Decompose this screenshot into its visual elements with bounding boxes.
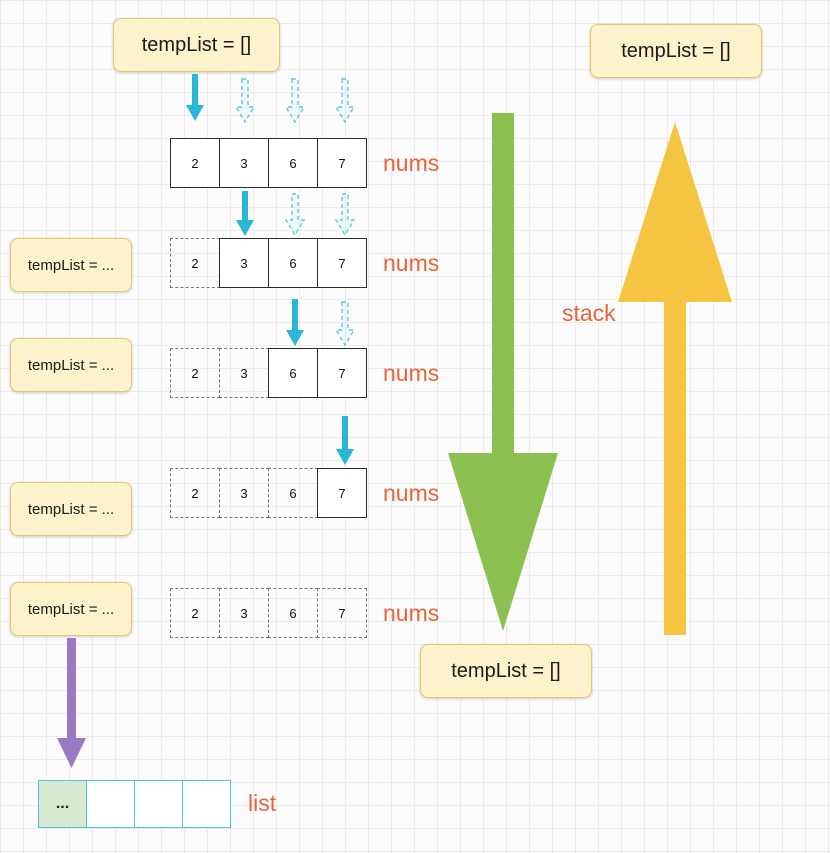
array-cell: 2 (170, 588, 220, 638)
nums-label: nums (383, 479, 440, 506)
array-cell: 2 (170, 238, 220, 288)
recursion-arrow-dashed-icon (284, 78, 306, 124)
recursion-arrow-dashed-icon (334, 193, 356, 237)
array-cell: 7 (317, 138, 367, 188)
nums-array-row-1: 2 3 6 7 nums (170, 138, 439, 188)
nums-array-row-5: 2 3 6 7 nums (170, 588, 439, 638)
list-label: list (248, 790, 277, 816)
array-cell: 3 (219, 468, 269, 518)
array-cell: 7 (317, 238, 367, 288)
nums-label: nums (383, 149, 440, 176)
list-cell: ... (38, 780, 87, 828)
stack-up-arrow (618, 122, 732, 635)
templist-box-label: tempList = ... (27, 356, 115, 374)
array-cell: 2 (170, 138, 220, 188)
templist-box-label: tempList = ... (27, 500, 115, 518)
stack-label: stack (562, 300, 616, 326)
list-result-arrow (57, 638, 86, 768)
recursion-arrow-dashed-icon (284, 193, 306, 237)
array-cell: 2 (170, 468, 220, 518)
templist-box-top-left: tempList = [] (113, 18, 280, 72)
templist-box-top-right: tempList = [] (590, 24, 762, 78)
nums-array-row-3: 2 3 6 7 nums (170, 348, 439, 398)
nums-array-row-2: 2 3 6 7 nums (170, 238, 439, 288)
result-list: ... (38, 780, 231, 828)
recursion-arrow-dashed-icon (334, 78, 356, 124)
array-cell: 6 (268, 138, 318, 188)
nums-label: nums (383, 249, 440, 276)
array-cell: 3 (219, 588, 269, 638)
array-cell: 7 (317, 348, 367, 398)
templist-box-label: tempList = ... (27, 256, 115, 274)
array-cell: 3 (219, 348, 269, 398)
templist-box-left-4: tempList = ... (10, 582, 132, 636)
list-cell (86, 780, 135, 828)
array-cell: 7 (317, 468, 367, 518)
list-cell (134, 780, 183, 828)
array-cell: 2 (170, 348, 220, 398)
templist-box-label: tempList = [] (141, 33, 252, 56)
templist-box-left-1: tempList = ... (10, 238, 132, 292)
array-cell: 3 (219, 138, 269, 188)
templist-box-label: tempList = [] (451, 659, 561, 682)
templist-box-bottom-mid: tempList = [] (420, 644, 592, 698)
templist-box-left-3: tempList = ... (10, 482, 132, 536)
array-cell: 6 (268, 348, 318, 398)
templist-box-label: tempList = ... (27, 600, 115, 618)
templist-box-left-2: tempList = ... (10, 338, 132, 392)
recursion-arrow-solid-icon (236, 191, 254, 236)
recursion-arrow-solid-icon (336, 416, 354, 465)
nums-array-row-4: 2 3 6 7 nums (170, 468, 439, 518)
list-cell (182, 780, 231, 828)
recursion-arrow-solid-icon (286, 299, 304, 346)
nums-label: nums (383, 599, 440, 626)
recursion-arrow-dashed-icon (334, 301, 356, 347)
recursion-arrow-dashed-icon (234, 78, 256, 124)
array-cell: 6 (268, 468, 318, 518)
nums-label: nums (383, 359, 440, 386)
array-cell: 7 (317, 588, 367, 638)
array-cell: 6 (268, 588, 318, 638)
array-cell: 6 (268, 238, 318, 288)
stack-down-arrow (448, 113, 558, 631)
recursion-arrow-solid-icon (186, 74, 204, 121)
templist-box-label: tempList = [] (621, 39, 731, 62)
array-cell: 3 (219, 238, 269, 288)
